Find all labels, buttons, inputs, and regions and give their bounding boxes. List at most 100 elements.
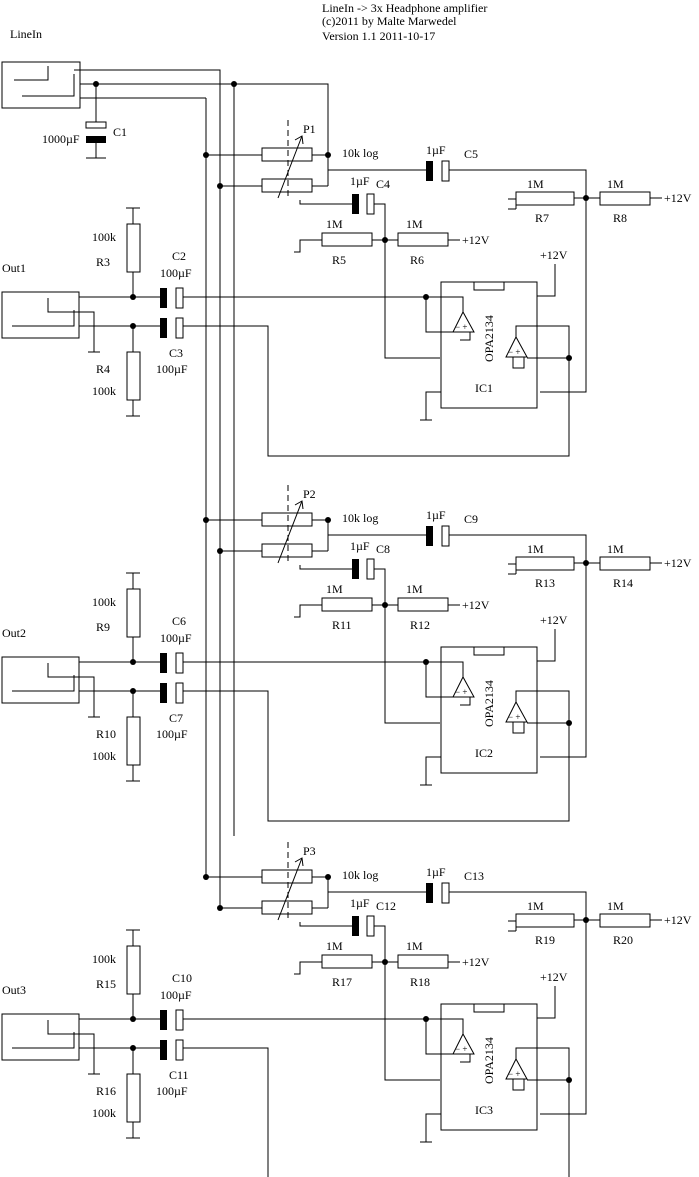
schematic-title: LineIn -> 3x Headphone amplifier [322,1,487,15]
r-mid-a [321,597,373,612]
r-mid-b [397,597,449,612]
r-mid-b-name: R6 [410,253,424,267]
opamp-b [505,335,528,358]
supply-top: +12V [664,556,692,570]
r-top-b-name: R14 [613,576,633,590]
pot-value: 10k log [342,868,378,882]
ic-name: IC3 [475,1103,493,1117]
r-mid-a-name: R5 [332,253,346,267]
r-up-value: 100k [92,952,116,966]
r-dn-value: 100k [92,1106,116,1120]
r-dn-name: R16 [96,1084,116,1098]
c-out-a-name: C10 [172,971,192,985]
r-mid-a-value: 1M [326,582,343,596]
c-fb-name: C13 [464,869,484,883]
r-mid-b-value: 1M [406,217,423,231]
ic-body [440,646,538,774]
r-top-a-name: R13 [535,576,555,590]
linein-jack [1,61,81,109]
pot-upper [261,869,313,884]
stage-1: P1 10k log 1µF C5 1µF C4 1M R7 1M R8 +12… [1,120,692,457]
pot-lower [261,900,313,915]
r-top-b [599,556,651,571]
pot-value: 10k log [342,146,378,160]
out-jack [1,1013,80,1061]
svg-text:− +: − + [455,687,467,697]
r-top-a-value: 1M [527,899,544,913]
c-out-a-value: 100µF [160,631,192,645]
version-line: Version 1.1 2011-10-17 [322,29,435,43]
r-top-a-name: R19 [535,933,555,947]
supply-ic: +12V [540,248,568,262]
opamp-part: OPA2134 [482,315,496,362]
r-top-b-value: 1M [607,899,624,913]
r-top-a-name: R7 [535,211,549,225]
c-out-b-value: 100µF [156,362,188,376]
c-fb-value: 1µF [426,865,446,879]
r-top-a-value: 1M [527,542,544,556]
r-top-b-value: 1M [607,542,624,556]
pot-name: P3 [303,844,316,858]
svg-text:− +: − + [508,347,520,357]
out-label: Out2 [2,626,26,640]
c-out-b-value: 100µF [156,727,188,741]
pot-upper [261,512,313,527]
pot-value: 10k log [342,511,378,525]
r-mid-b [397,232,449,247]
c-fb-name: C5 [464,147,478,161]
r-top-a [515,913,575,928]
c-fb-value: 1µF [426,508,446,522]
r-mid-a [321,954,373,969]
ic-name: IC2 [475,746,493,760]
r-top-b [599,913,651,928]
r-mid-b-name: R18 [410,975,430,989]
c-out-b-name: C7 [169,711,183,725]
supply-ic: +12V [540,613,568,627]
r-dn [126,351,141,401]
c-out-b-name: C3 [169,346,183,360]
pot-lower [261,178,313,193]
r-dn-value: 100k [92,384,116,398]
c-out-b-value: 100µF [156,1084,188,1098]
r-mid-a-name: R17 [332,975,352,989]
copyright-line: (c)2011 by Malte Marwedel [322,14,457,28]
r-dn-name: R10 [96,727,116,741]
opamp-a [452,310,475,333]
c-fb-value: 1µF [426,143,446,157]
pot-name: P2 [303,487,316,501]
r-up-name: R15 [96,977,116,991]
c-out-a-name: C2 [172,249,186,263]
supply-mid: +12V [462,955,490,969]
out-jack [1,656,80,704]
r-up [126,945,141,995]
pot-name: P1 [303,122,316,136]
ic-body [440,281,538,409]
r-up-name: R9 [96,620,110,634]
out-jack [1,291,80,339]
linein-label: LineIn [10,27,42,41]
r-mid-a-value: 1M [326,939,343,953]
r-top-a [515,556,575,571]
opamp-b [505,1057,528,1080]
opamp-part: OPA2134 [482,680,496,727]
r-up-name: R3 [96,255,110,269]
r-mid-b-name: R12 [410,618,430,632]
r-dn-name: R4 [96,362,110,376]
r-top-b [599,191,651,206]
ic-body [440,1003,538,1131]
c1-name: C1 [113,125,127,139]
r-top-a [515,191,575,206]
svg-text:− +: − + [455,1044,467,1054]
c-out-b-name: C11 [169,1068,189,1082]
out-label: Out1 [2,261,26,275]
out-label: Out3 [2,983,26,997]
r-up-value: 100k [92,230,116,244]
supply-ic: +12V [540,970,568,984]
supply-mid: +12V [462,233,490,247]
opamp-b [505,700,528,723]
r-top-a-value: 1M [527,177,544,191]
r-dn-value: 100k [92,749,116,763]
supply-top: +12V [664,191,692,205]
svg-text:− +: − + [455,322,467,332]
svg-text:− +: − + [508,712,520,722]
